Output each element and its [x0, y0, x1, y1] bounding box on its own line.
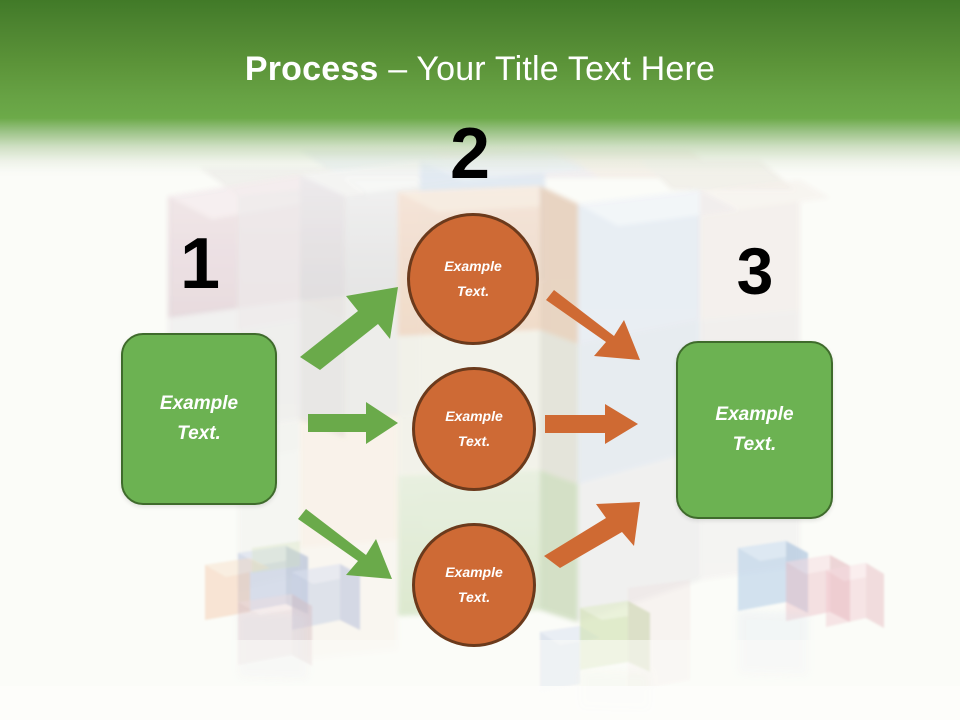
stage-2-circle-bottom[interactable]: Example Text. [412, 523, 536, 647]
header-gradient-fade [0, 118, 960, 178]
stage-2-circle-middle-line1: Example [445, 408, 503, 424]
stage-3-box-text: Example Text. [715, 400, 793, 460]
step-number-2: 2 [449, 114, 491, 194]
header-band [0, 0, 960, 118]
stage-2-circle-top-text: Example Text. [444, 254, 502, 304]
stage-2-circle-top-line1: Example [444, 258, 502, 274]
step-number-3: 3 [736, 234, 774, 308]
stage-2-circle-top[interactable]: Example Text. [407, 213, 539, 345]
stage-1-box-line1: Example [159, 393, 239, 414]
stage-2-circle-bottom-line1: Example [445, 564, 503, 580]
green-arrow-right[interactable] [308, 402, 400, 446]
orange-arrow-down-right[interactable] [546, 284, 656, 364]
step-number-1: 1 [179, 224, 221, 304]
orange-arrow-right[interactable] [545, 404, 640, 446]
stage-1-box-text: Example Text. [160, 389, 238, 449]
stage-1-green-box[interactable]: Example Text. [121, 333, 277, 505]
page-title-rest: – Your Title Text Here [378, 50, 716, 88]
stage-2-circle-bottom-line2: Text. [457, 589, 491, 605]
orange-arrow-up-right[interactable] [542, 500, 647, 570]
stage-2-circle-bottom-text: Example Text. [445, 560, 503, 610]
stage-2-circle-middle[interactable]: Example Text. [412, 367, 536, 491]
page-title-bold: Process [244, 50, 379, 88]
green-arrow-down-right[interactable] [298, 503, 408, 583]
stage-3-green-box[interactable]: Example Text. [676, 341, 833, 519]
stage-3-box-line1: Example [715, 404, 794, 425]
stage-3-box-line2: Text. [732, 434, 777, 455]
green-arrow-up-right[interactable] [298, 283, 408, 373]
stage-2-circle-top-line2: Text. [456, 283, 490, 299]
stage-2-circle-middle-text: Example Text. [445, 404, 503, 454]
stage-1-box-line2: Text. [177, 423, 221, 444]
page-title: Process – Your Title Text Here [0, 50, 960, 89]
stage-2-circle-middle-line2: Text. [457, 433, 491, 449]
